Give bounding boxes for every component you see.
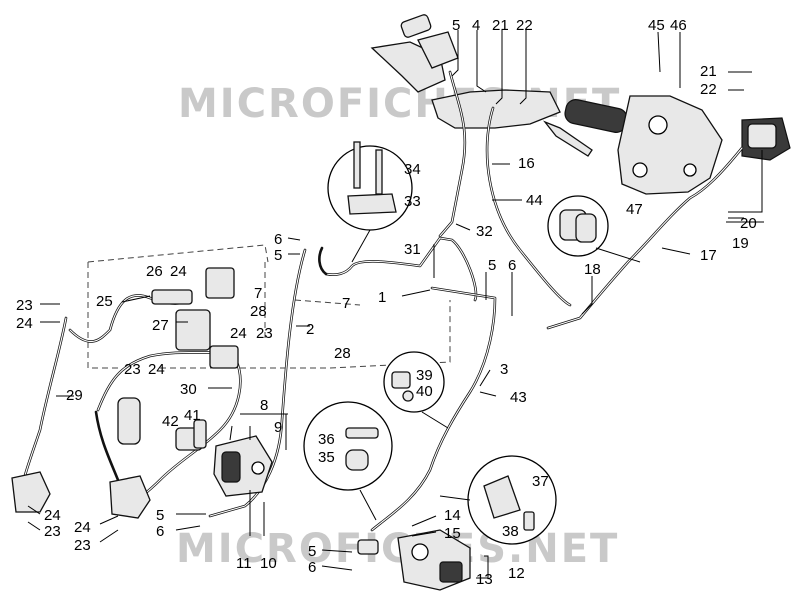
callout-22: 22 — [516, 17, 533, 34]
callout-9: 9 — [274, 419, 282, 436]
callout-23: 23 — [74, 537, 91, 554]
callout-45: 45 — [648, 17, 665, 34]
callout-19: 19 — [732, 235, 749, 252]
detail-circle-37-38 — [467, 455, 557, 545]
callout-16: 16 — [518, 155, 535, 172]
callout-20: 20 — [740, 215, 757, 232]
callout-8: 8 — [260, 397, 268, 414]
callout-21: 21 — [700, 63, 717, 80]
leader-lines — [27, 30, 763, 579]
callout-12: 12 — [508, 565, 525, 582]
callout-21: 21 — [492, 17, 509, 34]
callout-44: 44 — [526, 192, 543, 209]
detail-circle-35-36 — [303, 401, 393, 491]
callout-24: 24 — [148, 361, 165, 378]
callout-25: 25 — [96, 293, 113, 310]
callout-7: 7 — [254, 285, 262, 302]
callout-28: 28 — [250, 303, 267, 320]
detail-circle-47 — [547, 195, 609, 257]
callout-17: 17 — [700, 247, 717, 264]
callout-5: 5 — [488, 257, 496, 274]
callout-34: 34 — [404, 161, 421, 178]
callout-5: 5 — [308, 543, 316, 560]
callout-1: 1 — [378, 289, 386, 306]
callout-47: 47 — [626, 201, 643, 218]
callout-42: 42 — [162, 413, 179, 430]
callout-6: 6 — [274, 231, 282, 248]
callout-2: 2 — [306, 321, 314, 338]
callout-24: 24 — [230, 325, 247, 342]
callout-27: 27 — [152, 317, 169, 334]
callout-4: 4 — [472, 17, 480, 34]
abs-modulator — [151, 267, 239, 369]
callout-38: 38 — [502, 523, 519, 540]
rear-frame-bracket — [617, 95, 791, 195]
callout-13: 13 — [476, 571, 493, 588]
callout-14: 14 — [444, 507, 461, 524]
callout-5: 5 — [156, 507, 164, 524]
wheel-speed-sensor — [117, 397, 207, 451]
detail-circle-33-34 — [327, 141, 413, 231]
callout-5: 5 — [452, 17, 460, 34]
callout-22: 22 — [700, 81, 717, 98]
callout-41: 41 — [184, 407, 201, 424]
callout-29: 29 — [66, 387, 83, 404]
callout-35: 35 — [318, 449, 335, 466]
callout-5: 5 — [274, 247, 282, 264]
callout-6: 6 — [156, 523, 164, 540]
callout-43: 43 — [510, 389, 527, 406]
handlebar-master-cylinder — [370, 14, 628, 157]
callout-18: 18 — [584, 261, 601, 278]
callout-7: 7 — [342, 295, 350, 312]
callout-labels: 5 4 21 22 45 46 21 22 16 34 33 44 47 20 … — [16, 17, 757, 588]
callout-23: 23 — [256, 325, 273, 342]
group-brackets — [240, 221, 764, 415]
callout-40: 40 — [416, 383, 433, 400]
callout-33: 33 — [404, 193, 421, 210]
detail-circle-39-40 — [383, 351, 445, 413]
callout-37: 37 — [532, 473, 549, 490]
callout-36: 36 — [318, 431, 335, 448]
callout-39: 39 — [416, 367, 433, 384]
front-caliper-left — [213, 435, 273, 497]
callout-24: 24 — [16, 315, 33, 332]
callout-32: 32 — [476, 223, 493, 240]
callout-31: 31 — [404, 241, 421, 258]
callout-3: 3 — [500, 361, 508, 378]
callout-11: 11 — [236, 555, 252, 572]
front-caliper-far-left — [11, 471, 151, 519]
callout-24: 24 — [74, 519, 91, 536]
callout-23: 23 — [16, 297, 33, 314]
callout-23: 23 — [124, 361, 141, 378]
callout-10: 10 — [260, 555, 277, 572]
callout-24: 24 — [170, 263, 187, 280]
callout-30: 30 — [180, 381, 197, 398]
callout-26: 26 — [146, 263, 163, 280]
callout-24: 24 — [44, 507, 61, 524]
detail-connectors — [229, 229, 641, 521]
callout-6: 6 — [508, 257, 516, 274]
callout-15: 15 — [444, 525, 461, 542]
callout-23: 23 — [44, 523, 61, 540]
callout-6: 6 — [308, 559, 316, 576]
callout-46: 46 — [670, 17, 687, 34]
callout-28: 28 — [334, 345, 351, 362]
rear-caliper-bottom — [357, 529, 471, 591]
